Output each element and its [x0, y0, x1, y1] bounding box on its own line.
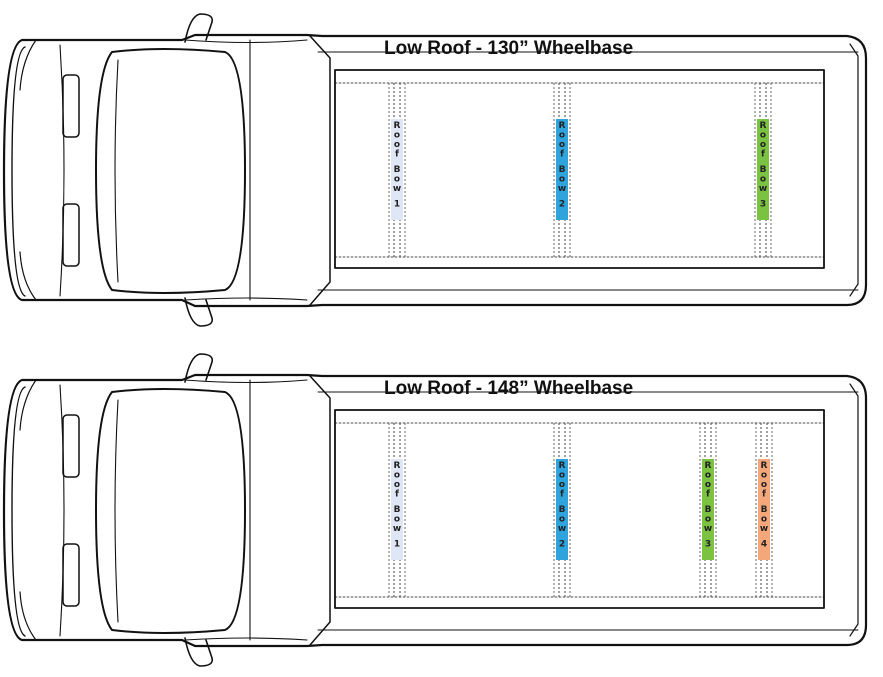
bow-color-band [556, 119, 568, 220]
bow-color-band [758, 459, 770, 560]
bow-color-band [757, 119, 769, 220]
bow-color-band [556, 459, 568, 560]
bow-color-band [391, 459, 403, 560]
diagram-title: Low Roof - 148” Wheelbase [384, 378, 633, 399]
bow-color-band [391, 119, 403, 220]
diagram-title: Low Roof - 130” Wheelbase [384, 38, 633, 59]
van-outline [2, 12, 868, 328]
van-outline [2, 352, 868, 668]
bow-color-band [702, 459, 714, 560]
